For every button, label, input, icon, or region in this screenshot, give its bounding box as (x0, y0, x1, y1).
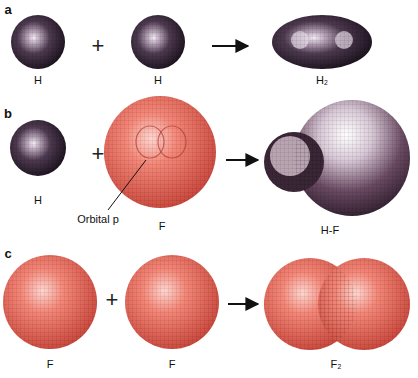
molecule-label: F₂ (331, 358, 342, 370)
molecule-label: H₂ (316, 74, 328, 86)
panel-letter: c (4, 247, 11, 261)
atom-label: F (47, 358, 54, 370)
atom-label: H (154, 74, 162, 86)
atom-label: F (169, 358, 176, 370)
panel-letter: b (4, 107, 12, 121)
molecule-label: H-F (321, 224, 339, 236)
row-c (3, 255, 410, 350)
orbital-label: Orbital p (77, 213, 119, 225)
plus-sign: + (92, 142, 105, 166)
row-b (10, 96, 410, 216)
plus-sign: + (92, 34, 105, 58)
atom-label: H (34, 194, 42, 206)
panel-letter: a (4, 3, 11, 17)
atom-label: H (34, 74, 42, 86)
row-a (11, 15, 372, 69)
plus-sign: + (106, 288, 119, 312)
atom-label: F (159, 220, 166, 232)
